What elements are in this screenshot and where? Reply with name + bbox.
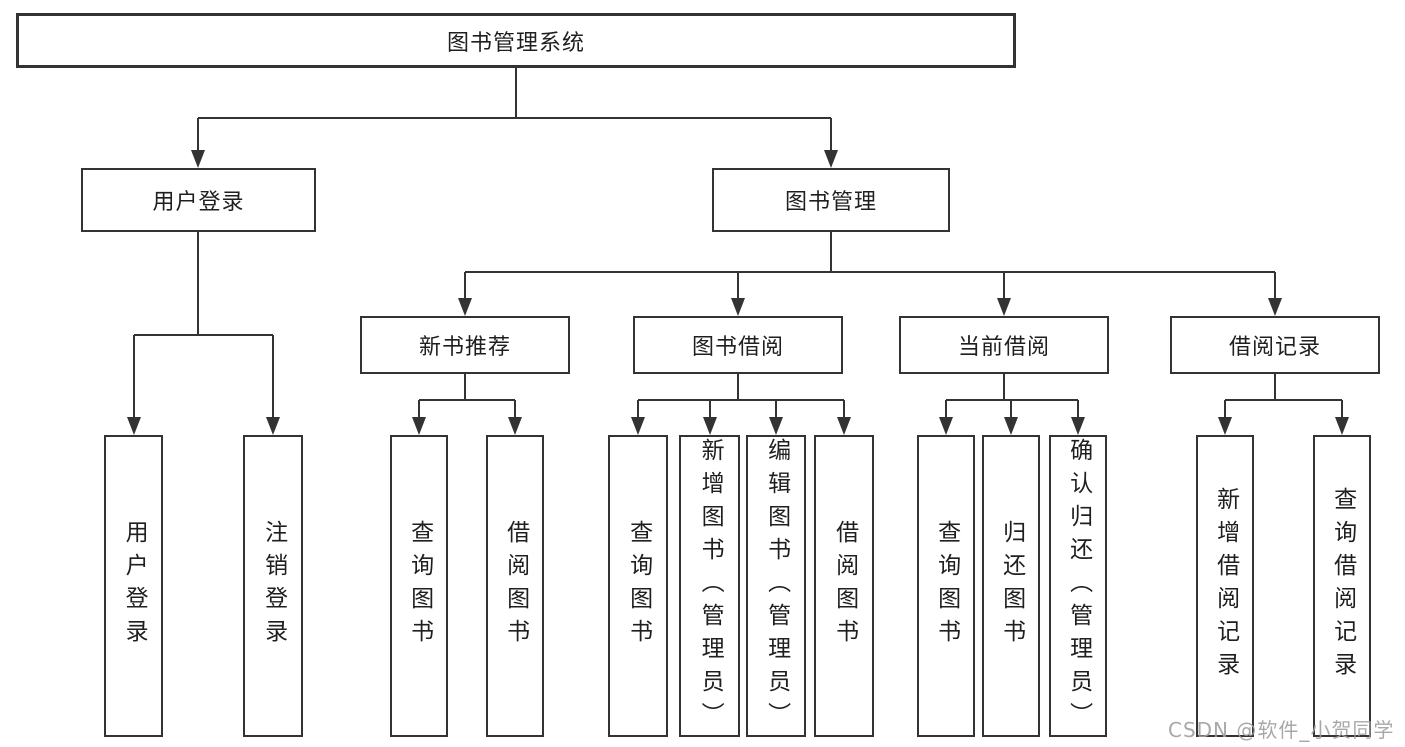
- leaf-recommend-borrow-books: 借阅图书: [486, 435, 544, 737]
- leaf-current-return-books: 归还图书: [982, 435, 1040, 737]
- leaf-current-return-books-label: 归还图书: [998, 520, 1025, 652]
- leaf-recommend-query-books-label: 查询图书: [406, 520, 433, 652]
- node-library-system-label: 图书管理系统: [446, 30, 585, 56]
- node-current-borrowing-label: 当前借阅: [957, 335, 1050, 360]
- leaf-borrowing-query-books: 查询图书: [608, 435, 668, 737]
- leaf-borrowing-add-books-admin-label: 新增图书（管理员）: [697, 437, 724, 735]
- leaf-borrowing-edit-books-admin-label: 编辑图书（管理员）: [763, 437, 790, 735]
- leaf-user-login-label: 用户登录: [121, 520, 148, 652]
- node-current-borrowing: 当前借阅: [899, 316, 1109, 374]
- leaf-records-add-record: 新增借阅记录: [1196, 435, 1254, 737]
- node-user-login-branch-label: 用户登录: [152, 190, 245, 215]
- node-user-login-branch: 用户登录: [81, 168, 316, 232]
- node-book-management-label: 图书管理: [784, 190, 877, 215]
- node-new-book-recommend-label: 新书推荐: [418, 335, 511, 360]
- leaf-current-query-books: 查询图书: [917, 435, 975, 737]
- node-new-book-recommend: 新书推荐: [360, 316, 570, 374]
- leaf-current-confirm-return-admin-label: 确认归还（管理员）: [1065, 437, 1092, 735]
- node-book-management: 图书管理: [712, 168, 950, 232]
- leaf-records-query-record-label: 查询借阅记录: [1329, 487, 1356, 685]
- leaf-current-query-books-label: 查询图书: [933, 520, 960, 652]
- leaf-records-query-record: 查询借阅记录: [1313, 435, 1371, 737]
- leaf-borrowing-add-books-admin: 新增图书（管理员）: [679, 435, 740, 737]
- leaf-user-login: 用户登录: [104, 435, 163, 737]
- node-book-borrowing: 图书借阅: [633, 316, 843, 374]
- leaf-records-add-record-label: 新增借阅记录: [1212, 487, 1239, 685]
- leaf-current-confirm-return-admin: 确认归还（管理员）: [1049, 435, 1107, 737]
- leaf-borrowing-borrow-books-label: 借阅图书: [831, 520, 858, 652]
- csdn-watermark: CSDN @软件_小贺同学: [1168, 718, 1395, 742]
- leaf-logout: 注销登录: [243, 435, 303, 737]
- node-book-borrowing-label: 图书借阅: [691, 335, 784, 360]
- leaf-borrowing-query-books-label: 查询图书: [625, 520, 652, 652]
- node-borrowing-records: 借阅记录: [1170, 316, 1380, 374]
- leaf-recommend-query-books: 查询图书: [390, 435, 448, 737]
- leaf-borrowing-borrow-books: 借阅图书: [814, 435, 874, 737]
- leaf-recommend-borrow-books-label: 借阅图书: [502, 520, 529, 652]
- node-borrowing-records-label: 借阅记录: [1228, 335, 1321, 360]
- leaf-borrowing-edit-books-admin: 编辑图书（管理员）: [746, 435, 806, 737]
- leaf-logout-label: 注销登录: [260, 520, 287, 652]
- node-library-system: 图书管理系统: [16, 13, 1016, 68]
